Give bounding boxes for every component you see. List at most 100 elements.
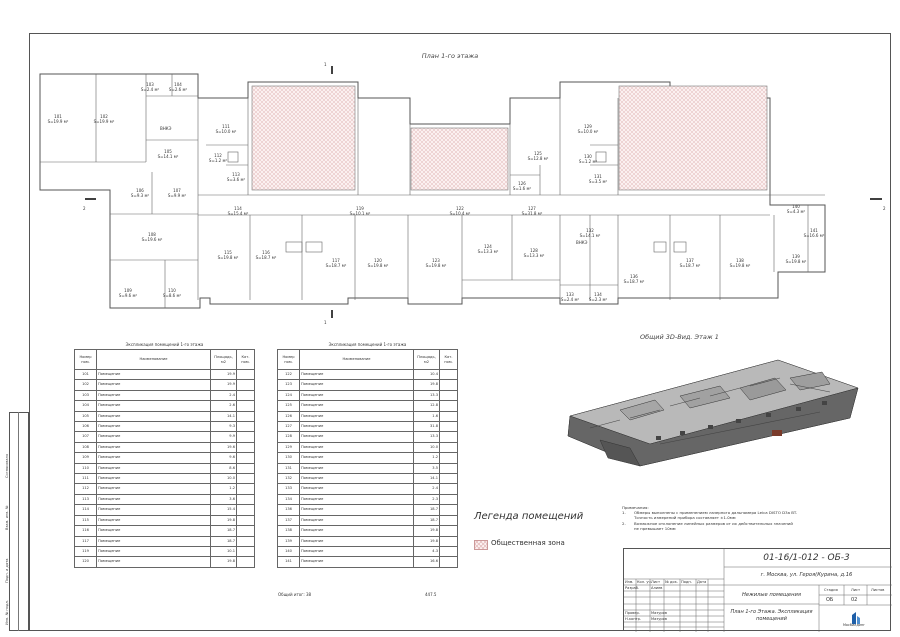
room-number-label: 129 [584,124,592,129]
stamp-sheets-header: Листов [871,588,885,592]
notes: Примечания: 1.Обмеры выполнены с примене… [622,505,872,531]
room-area-label: S=19.9 м² [48,119,69,124]
room-number: 126 [277,410,300,423]
note-line: не превышает 10мм [634,525,676,531]
room-name: Помещение [96,525,211,537]
room-category [439,368,458,381]
room-number: 113 [74,493,97,506]
stamp-sheet-header: Лист [851,588,861,592]
room-category [236,525,255,537]
room-category [236,462,255,475]
room-area-label: S=10.0 м² [578,129,599,134]
room-category [236,452,255,464]
room-area-label: S=10.1 м² [350,211,371,216]
room-category [439,462,458,475]
note-line: 1.Обмеры выполнены с применением лазерно… [622,510,798,516]
room-area: 2.3 [413,493,440,506]
room-name: Помещение [96,431,211,443]
room-category [236,483,255,495]
room-category [236,493,255,506]
room-number-label: 140 [792,204,800,209]
section-mark-left: 2 [83,206,86,211]
room-number: 132 [277,473,300,485]
room-number-label: 113 [232,172,240,177]
room-area-label: S=16.6 м² [804,233,825,238]
room-category [439,556,458,568]
public-zone-1 [251,85,356,191]
stamp-role-checker: Провер. [625,611,640,615]
table2-header-area: Площадь, м2 [413,349,440,370]
room-number: 120 [74,556,97,568]
room-area-label: S=19.8 м² [218,255,239,260]
room-number: 101 [74,368,97,381]
room-name: Помещение [96,452,211,464]
room-area-label: S=13.3 м² [524,253,545,258]
room-name: Помещение [96,504,211,516]
stamp-col-count: Кол. уч. [637,580,652,584]
section-mark-right: 2 [883,206,886,211]
stamp-stage-header: Стадия [824,588,838,592]
room-area: 19.8 [210,556,237,568]
room-area: 10.0 [413,441,440,454]
stamp-col-sign: Подп. [681,580,692,584]
room-name: Помещение [96,473,211,485]
stamp-col-date: Дата [697,580,707,584]
table2-header-num: Номер пом. [277,349,300,370]
room-name: Помещение [299,452,414,464]
room-area: 16.6 [413,556,440,568]
room-area-label: S=4.3 м² [787,209,806,214]
room-number-label: 130 [584,154,592,159]
stair-label-left: ВНКЭ [160,126,172,131]
stamp-role-norm: Н.контр. [625,617,642,621]
room-area-label: S=18.7 м² [256,255,277,260]
room-area: 1.2 [210,483,237,495]
room-name: Помещение [299,473,414,485]
room-area: 19.9 [210,368,237,381]
room-category [236,514,255,527]
room-number: 136 [277,504,300,516]
title-block: 01-16/1-012 - ОБ-3 г. Москва, ул. Героя(… [623,548,892,632]
room-number-label: 117 [332,258,340,263]
room-area-label: S=1.6 м² [513,186,532,191]
room-area-label: S=19.6 м² [142,237,163,242]
room-area: 12.8 [413,400,440,412]
room-number: 127 [277,421,300,433]
room-number-label: 107 [173,188,181,193]
room-area: 18.7 [210,525,237,537]
stamp-name-developer: Алиев [651,586,663,590]
room-number: 108 [74,441,97,454]
room-category [439,483,458,495]
company-logo [851,609,861,624]
room-area-label: S=19.8 м² [730,263,751,268]
room-name: Помещение [96,462,211,475]
drawing-frame [29,33,891,631]
room-number-label: 108 [148,232,156,237]
stair-label-right: ВНКЭ [576,240,588,245]
room-area-label: S=2.4 м² [561,297,580,302]
room-area-label: S=10.0 м² [216,129,237,134]
stamp-name-checker: Мазуров [651,611,667,615]
room-number: 141 [277,556,300,568]
room-name: Помещение [96,368,211,381]
room-number: 112 [74,483,97,495]
room-number: 125 [277,400,300,412]
room-number: 102 [74,379,97,391]
room-name: Помещение [96,493,211,506]
side-label-inventory: Инв. № подл. [5,600,9,625]
room-category [439,441,458,454]
room-number: 104 [74,400,97,412]
room-number-label: 110 [168,288,176,293]
